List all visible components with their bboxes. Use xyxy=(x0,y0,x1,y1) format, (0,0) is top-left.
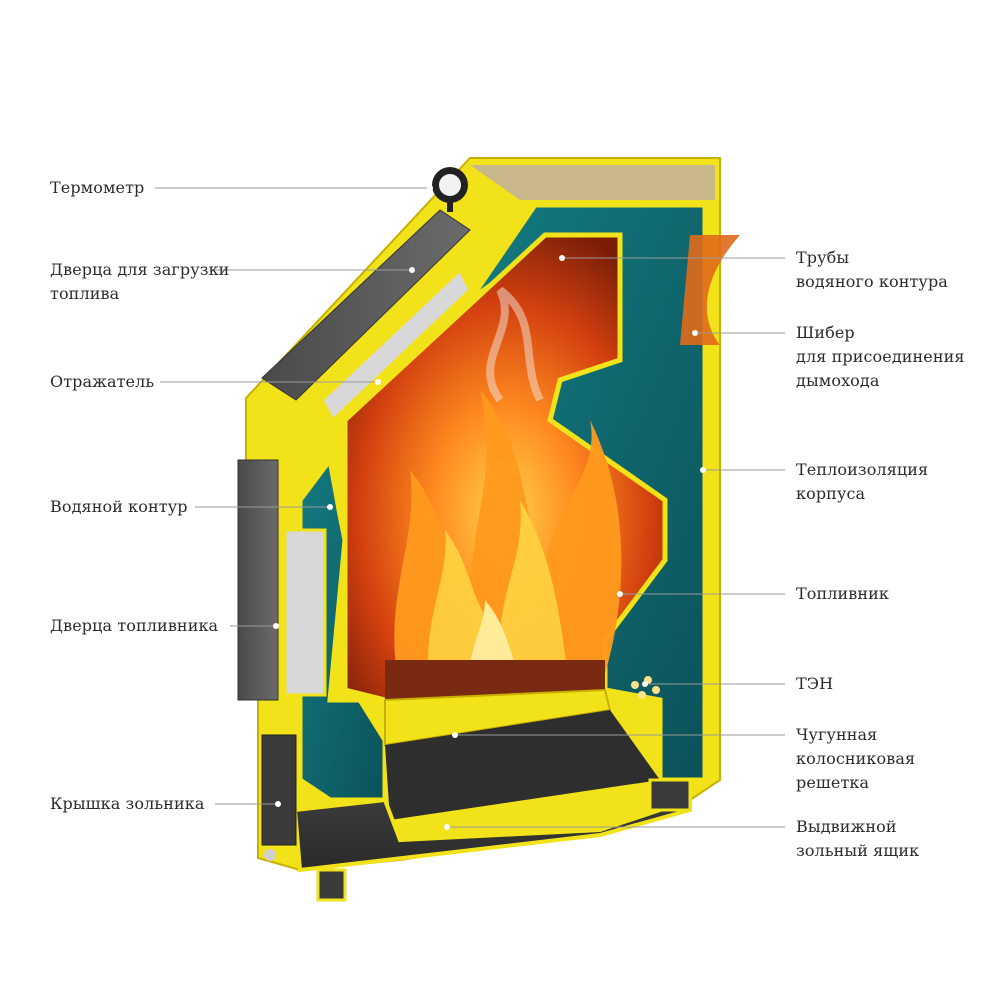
label-firebox: Топливник xyxy=(796,584,890,603)
foot-left xyxy=(316,868,347,902)
label-ash-cover: Крышка зольника xyxy=(50,794,205,813)
label-water-circuit: Водяной контур xyxy=(50,497,188,516)
insulation-top xyxy=(470,165,715,200)
label-thermometer: Термометр xyxy=(50,178,145,197)
label-firebox-door: Дверца топливника xyxy=(50,616,219,635)
label-damper: Шибер для присоединения дымохода xyxy=(796,323,965,390)
firebox-door-insulation xyxy=(283,528,327,697)
thermometer-gauge xyxy=(432,167,468,212)
ash-cover-knob xyxy=(264,849,276,861)
loading-door xyxy=(261,209,471,401)
leader-lines xyxy=(155,187,785,828)
label-water-pipes: Трубы водяного контура xyxy=(796,248,948,291)
label-grate: Чугунная колосниковая решетка xyxy=(796,725,916,792)
smoke xyxy=(486,286,544,403)
firebox-door-panel xyxy=(237,459,279,701)
label-heater: ТЭН xyxy=(796,674,834,693)
chimney-damper xyxy=(680,235,740,345)
leader-dots xyxy=(273,185,706,830)
foot-right xyxy=(648,778,692,812)
label-ash-drawer: Выдвижной зольный ящик xyxy=(796,817,920,860)
label-load-door: Дверца для загрузки топлива xyxy=(50,260,230,303)
label-reflector: Отражатель xyxy=(50,372,155,391)
label-insulation: Теплоизоляция корпуса xyxy=(796,460,929,503)
ash-cover-panel xyxy=(261,734,297,846)
